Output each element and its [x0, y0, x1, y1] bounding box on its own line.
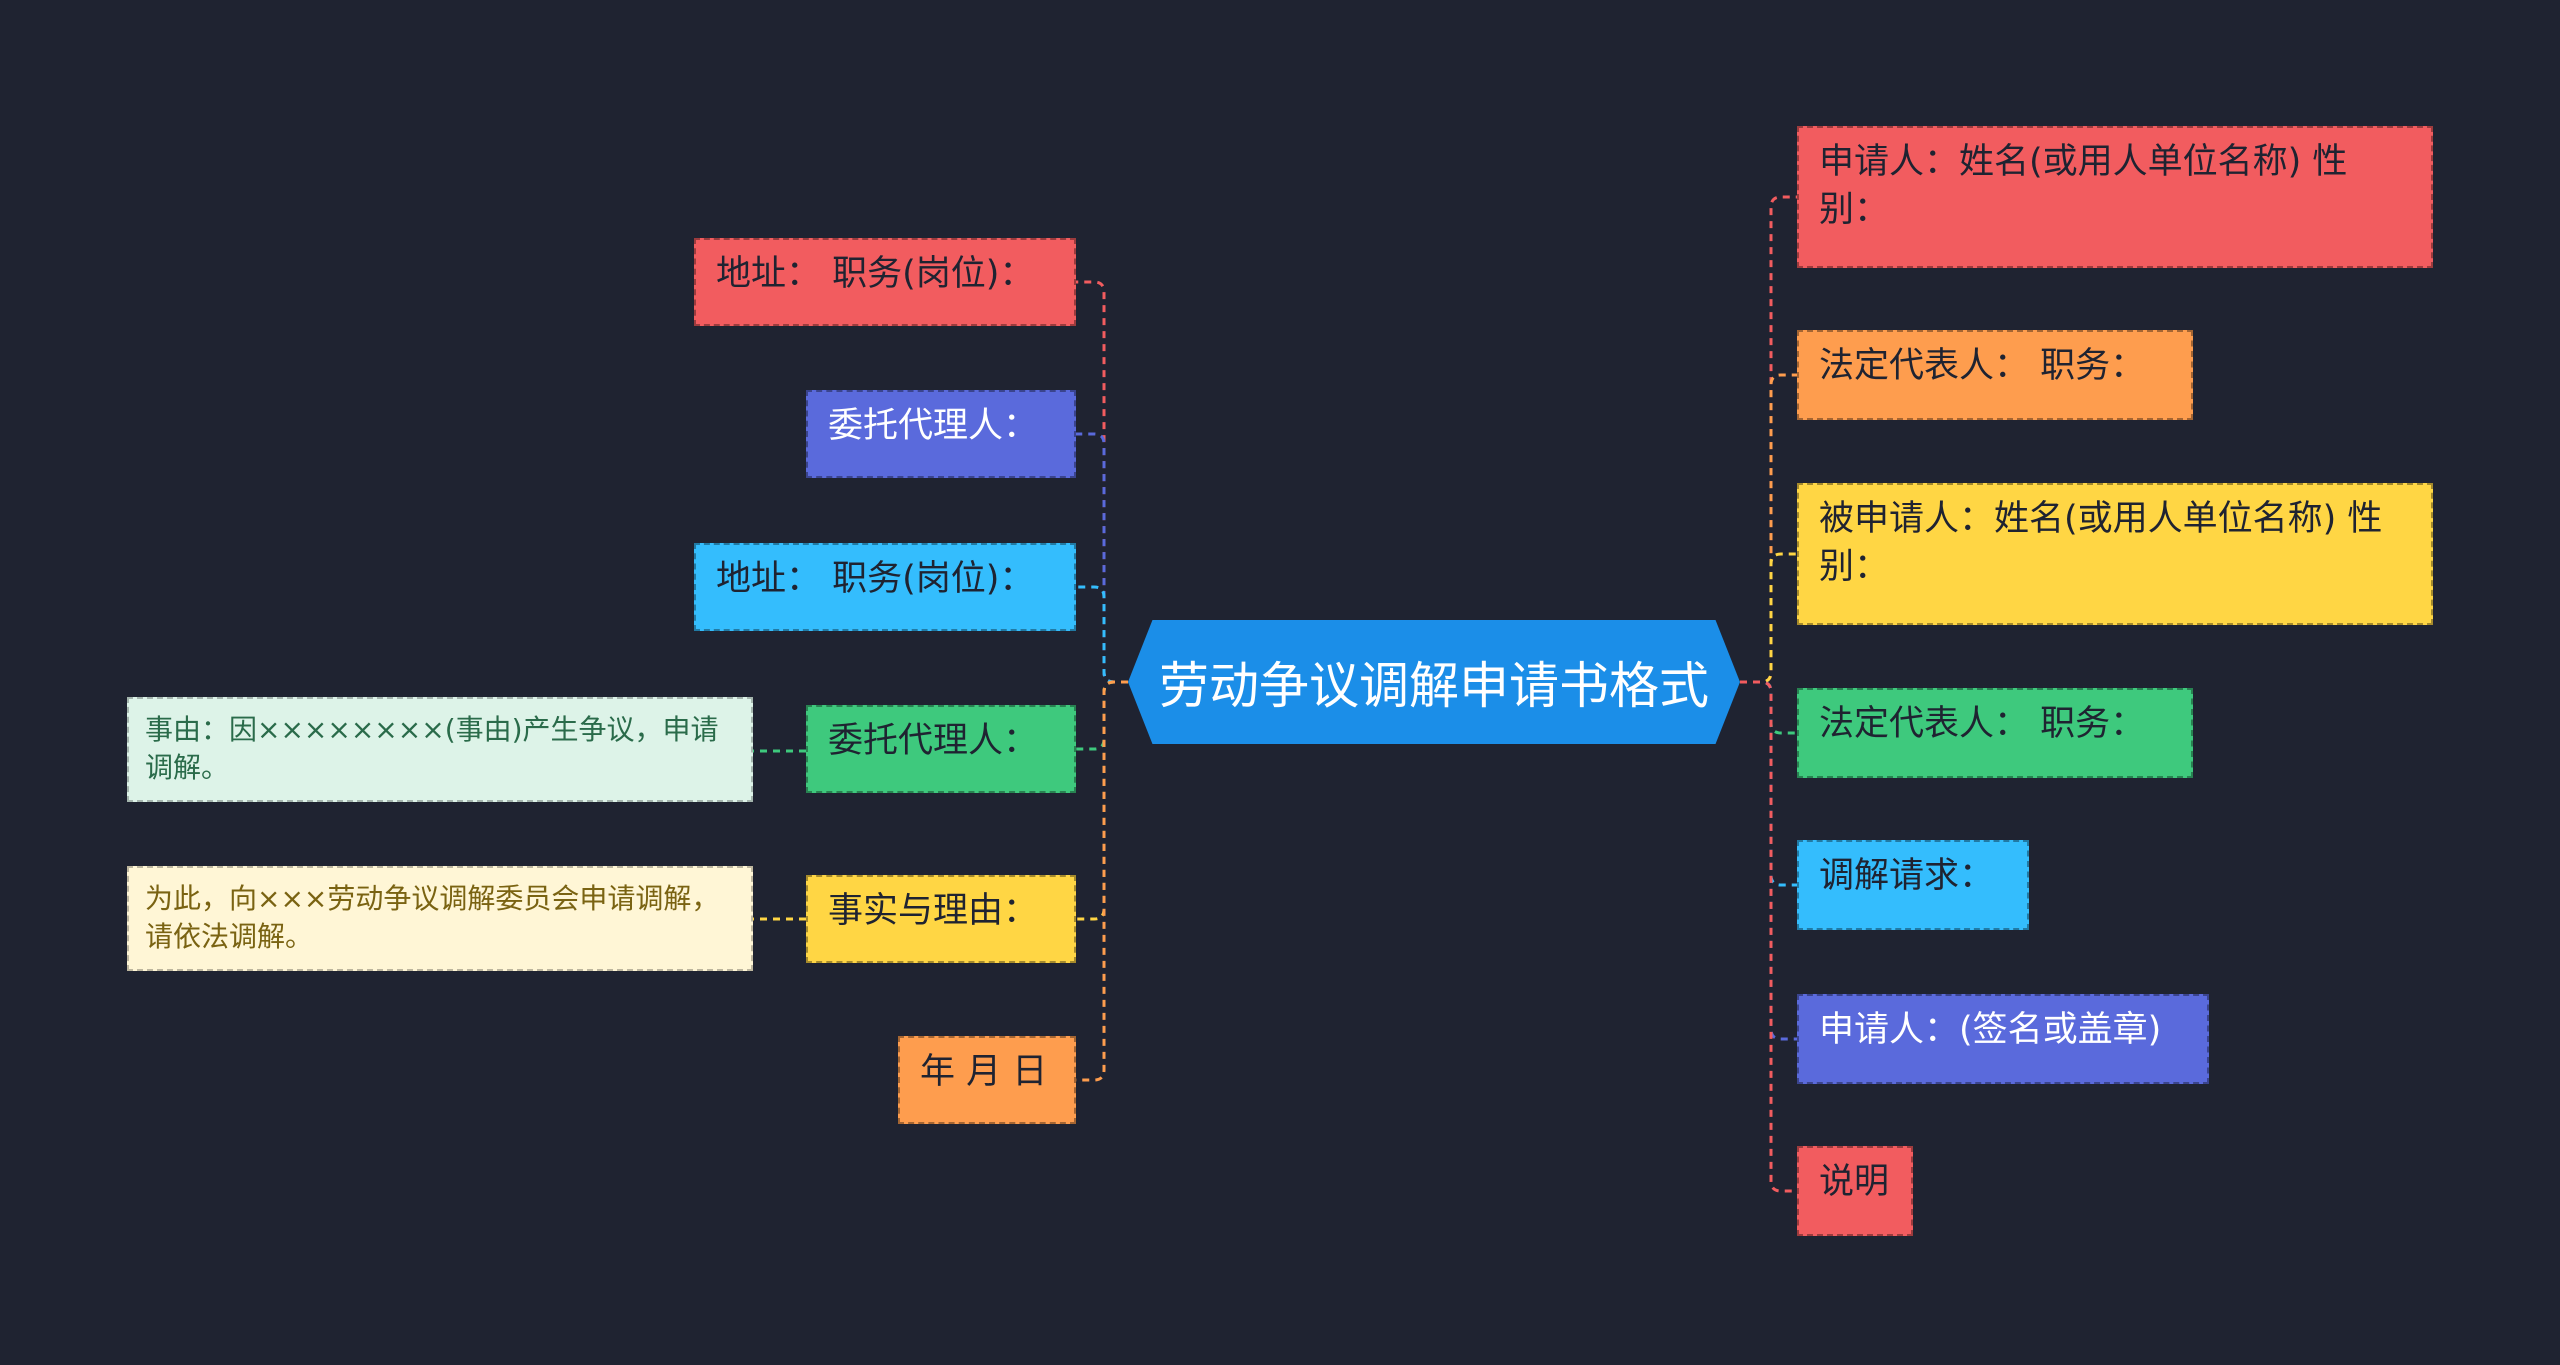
connector-left-3	[1076, 680, 1128, 751]
right-node-label: 申请人：姓名(或用人单位名称) 性别：	[1819, 142, 2348, 230]
connector-right-1	[1740, 373, 1797, 684]
connector-right-5	[1740, 680, 1797, 1041]
connector-left-5	[1076, 680, 1128, 1082]
connector-right-4	[1740, 680, 1797, 887]
connector-right-6	[1740, 680, 1797, 1193]
left-node-label: 委托代理人：	[828, 721, 1039, 761]
leaf-request[interactable]: 为此，向×××劳动争议调解委员会申请调解，请依法调解。	[127, 866, 753, 971]
left-node-agent-1[interactable]: 委托代理人：	[806, 390, 1076, 478]
left-node-facts-reasons[interactable]: 事实与理由：	[806, 875, 1076, 963]
left-node-label: 地址： 职务(岗位)：	[716, 254, 1035, 294]
connector-left-2	[1076, 585, 1128, 684]
leaf-reason-text: 事由：因××××××××(事由)产生争议，申请调解。	[145, 713, 719, 784]
left-node-label: 委托代理人：	[828, 406, 1039, 446]
connector-left-1	[1076, 432, 1128, 684]
right-node-label: 调解请求：	[1819, 856, 1995, 896]
left-node-label: 地址： 职务(岗位)：	[716, 559, 1035, 599]
connector-left-4	[1076, 680, 1128, 921]
left-node-date[interactable]: 年 月 日	[898, 1036, 1076, 1124]
left-node-label: 年 月 日	[920, 1052, 1048, 1092]
connector-left-0	[1076, 280, 1128, 684]
right-node-label: 说明	[1819, 1162, 1890, 1202]
connector-right-3	[1740, 680, 1797, 735]
center-topic[interactable]: 劳动争议调解申请书格式	[1128, 620, 1740, 744]
right-node-mediation-request[interactable]: 调解请求：	[1797, 840, 2029, 930]
left-node-address-2[interactable]: 地址： 职务(岗位)：	[694, 543, 1076, 631]
left-node-label: 事实与理由：	[828, 891, 1039, 931]
right-node-legal-rep-2[interactable]: 法定代表人： 职务：	[1797, 688, 2193, 778]
right-node-label: 法定代表人： 职务：	[1819, 704, 2146, 744]
right-node-notes[interactable]: 说明	[1797, 1146, 1913, 1236]
right-node-label: 申请人：(签名或盖章)	[1819, 1010, 2162, 1050]
left-node-address-1[interactable]: 地址： 职务(岗位)：	[694, 238, 1076, 326]
right-node-applicant[interactable]: 申请人：姓名(或用人单位名称) 性别：	[1797, 126, 2433, 268]
right-node-label: 被申请人：姓名(或用人单位名称) 性别：	[1819, 499, 2383, 587]
right-node-signature[interactable]: 申请人：(签名或盖章)	[1797, 994, 2209, 1084]
left-node-agent-2[interactable]: 委托代理人：	[806, 705, 1076, 793]
leaf-request-text: 为此，向×××劳动争议调解委员会申请调解，请依法调解。	[145, 882, 720, 953]
right-node-legal-rep-1[interactable]: 法定代表人： 职务：	[1797, 330, 2193, 420]
right-node-respondent[interactable]: 被申请人：姓名(或用人单位名称) 性别：	[1797, 483, 2433, 625]
leaf-reason[interactable]: 事由：因××××××××(事由)产生争议，申请调解。	[127, 697, 753, 802]
connector-right-0	[1740, 195, 1797, 684]
center-topic-label: 劳动争议调解申请书格式	[1159, 657, 1709, 715]
right-node-label: 法定代表人： 职务：	[1819, 346, 2146, 386]
connector-right-2	[1740, 552, 1797, 684]
